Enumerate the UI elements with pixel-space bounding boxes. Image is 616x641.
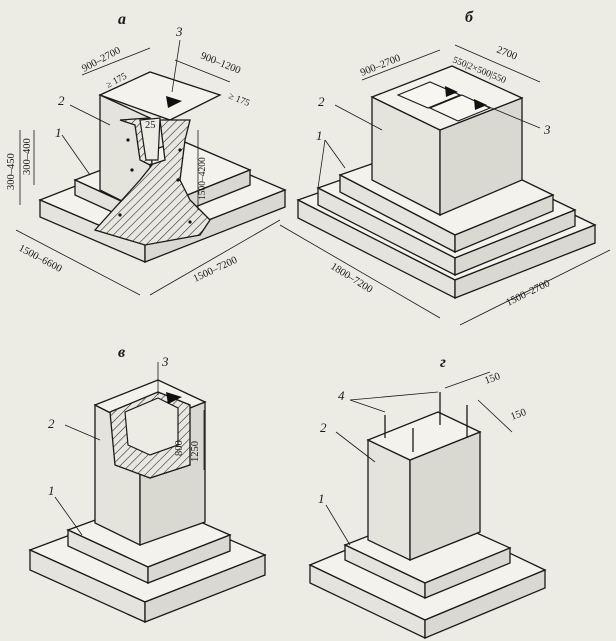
a-dim-top-right: 900–1200 — [199, 51, 242, 77]
b-glass-marker-2 — [474, 99, 487, 110]
v-dim-800: 800 — [174, 440, 185, 456]
v-callout-2: 2 — [48, 416, 55, 431]
a-callout-2: 2 — [58, 93, 65, 108]
a-dim-top-left: 900–2700 — [80, 45, 122, 74]
a-callout-1: 1 — [55, 125, 62, 140]
g-column-top — [366, 411, 482, 461]
g-step1-right — [424, 569, 546, 639]
b-callout-1: 1 — [316, 128, 323, 143]
g-callout-4: 4 — [338, 388, 345, 403]
panel-a: а 900–2700 900–1200 ≥ 175 ≥ 175 25 300–4… — [6, 11, 287, 296]
a-dim-base-left: 1500–6600 — [17, 243, 64, 275]
v-glass-marker — [166, 392, 182, 404]
b-step1-right — [454, 224, 596, 299]
v-callout-1: 1 — [48, 483, 55, 498]
b-callout-3: 3 — [543, 122, 551, 137]
a-dim-angle: 25 — [145, 120, 156, 131]
a-glass-void — [139, 117, 161, 161]
panel-v: 800 1250 в 2 1 3 — [28, 344, 267, 624]
g-panel-letter: г — [440, 354, 446, 371]
a-callout-3: 3 — [175, 24, 183, 39]
b-panel-letter: б — [465, 9, 474, 26]
v-step2-right — [147, 534, 231, 584]
a-dim-min-right: ≥ 175 — [227, 92, 251, 110]
b-dim-base-right: 1500–2700 — [504, 278, 551, 309]
v-glass-void — [124, 397, 179, 456]
v-callout-3: 3 — [161, 354, 169, 369]
b-glass-1 — [396, 81, 462, 109]
a-glass-marker — [166, 96, 182, 108]
a-dim-step-h2: 300–400 — [22, 138, 33, 175]
a-dim-base-right: 1500–7200 — [192, 255, 239, 285]
a-panel-letter: а — [118, 11, 126, 28]
panel-b: б 900–2700 2700 550|2×500|550 1800–7200 … — [279, 9, 611, 326]
a-dim-step-h1: 300–450 — [6, 153, 17, 190]
g-column-front — [367, 438, 411, 562]
b-step2-right — [454, 209, 576, 276]
a-dim-glass-depth: 1500–4200 — [198, 157, 208, 200]
g-callout-1: 1 — [318, 491, 325, 506]
v-step1-right — [144, 554, 266, 623]
v-panel-letter: в — [118, 344, 125, 361]
b-glass-marker-1 — [445, 86, 458, 97]
a-rebar-dots — [118, 138, 192, 224]
b-step3-right — [454, 194, 554, 253]
v-dim-1250: 1250 — [190, 441, 201, 462]
g-dim-right-150: 150 — [509, 407, 528, 423]
a-column-top — [98, 71, 222, 121]
panel-g: 150 150 г 4 2 1 — [308, 354, 547, 640]
g-anchor-bolts — [384, 392, 468, 452]
b-dim-top-right: 2700 — [495, 45, 519, 63]
b-callout-2: 2 — [318, 94, 325, 109]
b-dim-top-left: 900–2700 — [359, 53, 402, 79]
g-callout-2: 2 — [320, 420, 327, 435]
g-step2-right — [424, 547, 511, 599]
a-step1-front-right — [144, 189, 286, 263]
g-dim-top-150: 150 — [483, 371, 502, 387]
